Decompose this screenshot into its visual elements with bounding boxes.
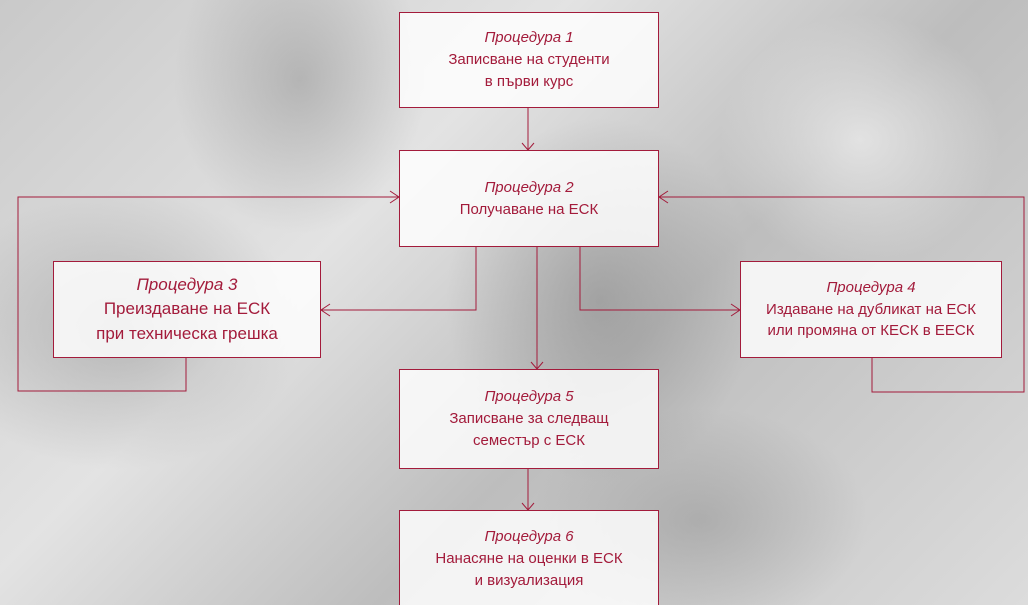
- procedure-1-title-line-2: в първи курс: [484, 72, 574, 90]
- procedure-4-number: Процедура 4: [826, 278, 916, 296]
- procedure-3-number: Процедура 3: [136, 274, 238, 294]
- arrow-p3-loop-to-p2: [17, 196, 399, 392]
- procedure-4-title-line-2: или промяна от КЕСК в ЕЕСК: [767, 322, 975, 340]
- procedure-4-title-line-1: Издаване на дубликат на ЕСК: [766, 300, 976, 318]
- procedure-6-title-line-1: Нанасяне на оценки в ЕСК: [435, 550, 623, 568]
- procedure-4-box: Процедура 4 Издаване на дубликат на ЕСК …: [740, 261, 1002, 358]
- arrow-p2-to-p3: [321, 246, 477, 311]
- procedure-2-box: Процедура 2 Получаване на ЕСК: [399, 150, 659, 247]
- procedure-5-number: Процедура 5: [484, 388, 574, 406]
- procedure-6-box: Процедура 6 Нанасяне на оценки в ЕСК и в…: [399, 510, 659, 605]
- arrow-p2-to-p4: [579, 246, 740, 311]
- procedure-3-box: Процедура 3 Преиздаване на ЕСК при техни…: [53, 261, 321, 358]
- procedure-6-title-line-2: и визуализация: [474, 571, 584, 589]
- procedure-5-title-line-1: Записване за следващ: [449, 410, 609, 428]
- arrow-p4-loop-to-p2: [659, 196, 1025, 393]
- procedure-2-number: Процедура 2: [484, 178, 574, 196]
- procedure-1-title-line-1: Записване на студенти: [448, 51, 610, 69]
- procedure-5-title-line-2: семестър с ЕСК: [473, 431, 585, 449]
- procedure-3-title-line-1: Преиздаване на ЕСК: [103, 299, 271, 319]
- procedure-1-box: Процедура 1 Записване на студенти в първ…: [399, 12, 659, 108]
- procedure-1-number: Процедура 1: [484, 29, 574, 47]
- procedure-2-title-line-1: Получаване на ЕСК: [459, 200, 599, 218]
- arrowhead-p3-right: [320, 303, 331, 317]
- procedure-5-box: Процедура 5 Записване за следващ семестъ…: [399, 369, 659, 469]
- arrowhead-p2-right: [658, 190, 669, 204]
- procedure-3-title-line-2: при техническа грешка: [96, 323, 278, 343]
- procedure-6-number: Процедура 6: [484, 528, 574, 546]
